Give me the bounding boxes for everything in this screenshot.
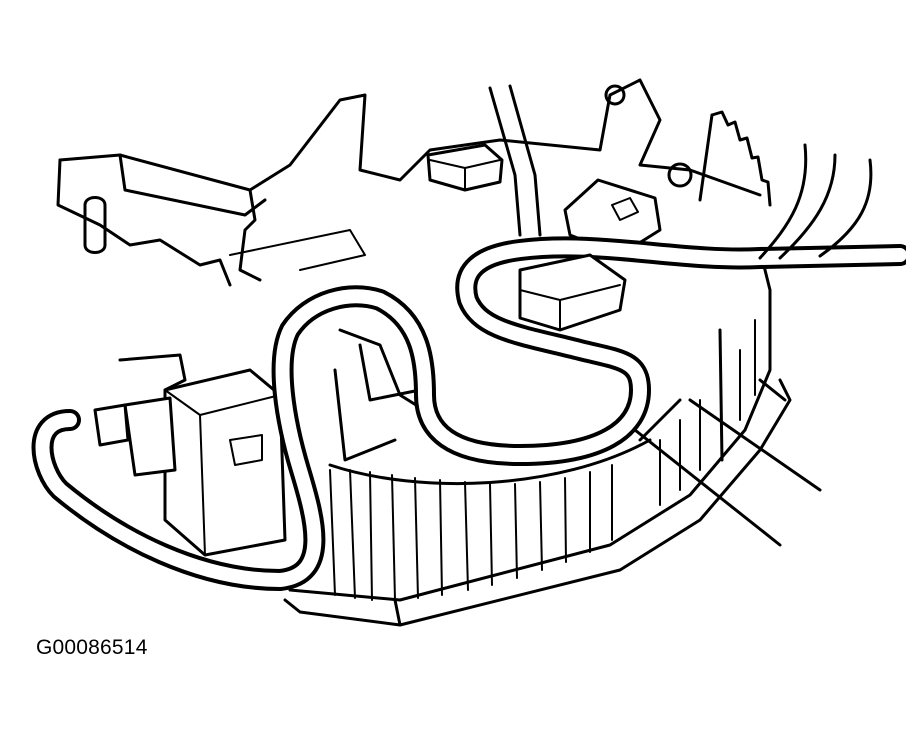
motor-block: [93, 328, 442, 557]
toothed-strip: [698, 110, 772, 207]
connector-top: [426, 143, 504, 192]
connector-right: [563, 178, 662, 257]
wiring-harness: [31, 236, 906, 591]
blower-housing: [283, 248, 792, 627]
harness-vertical: [488, 84, 542, 237]
figure-id-label: G00086514: [36, 636, 148, 659]
tube-right: [633, 398, 822, 547]
fan-cage: [328, 319, 756, 601]
upper-housing: [56, 78, 762, 287]
harness-wires: [758, 143, 873, 260]
harness-connector: [518, 253, 627, 332]
